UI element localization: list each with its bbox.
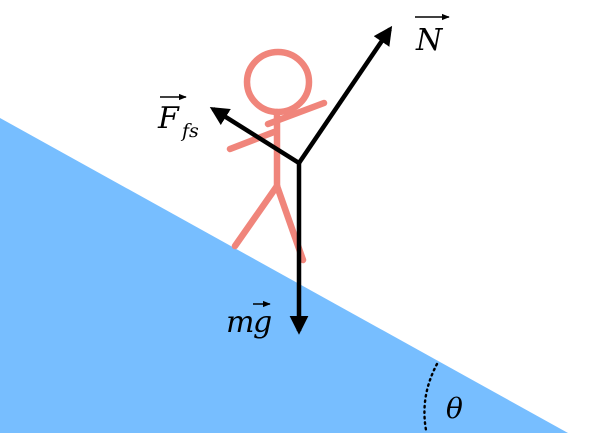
angle-label: θ [446,392,463,425]
gravity-force-label: m g [226,300,272,340]
friction-force-label-text: F [157,101,180,136]
normal-force-arrow [297,25,393,165]
inclined-plane [0,118,568,433]
stick-figure-head [243,48,313,116]
stick-figure-leg-left [231,182,281,250]
stick-figure [226,48,328,264]
normal-force-label: N [415,13,450,58]
stick-figure-arm-left [226,128,278,153]
friction-force-label-subscript: fs [180,120,199,142]
friction-force-arrow [209,106,301,165]
stick-figure-arm-right [264,99,328,128]
gravity-force-label-g: g [253,305,272,340]
normal-force-label-text: N [415,23,444,58]
angle-arc [423,362,439,432]
force-vectors [209,25,393,335]
gravity-force-label-mass: m [226,305,254,340]
friction-force-label: F fs [157,93,199,142]
